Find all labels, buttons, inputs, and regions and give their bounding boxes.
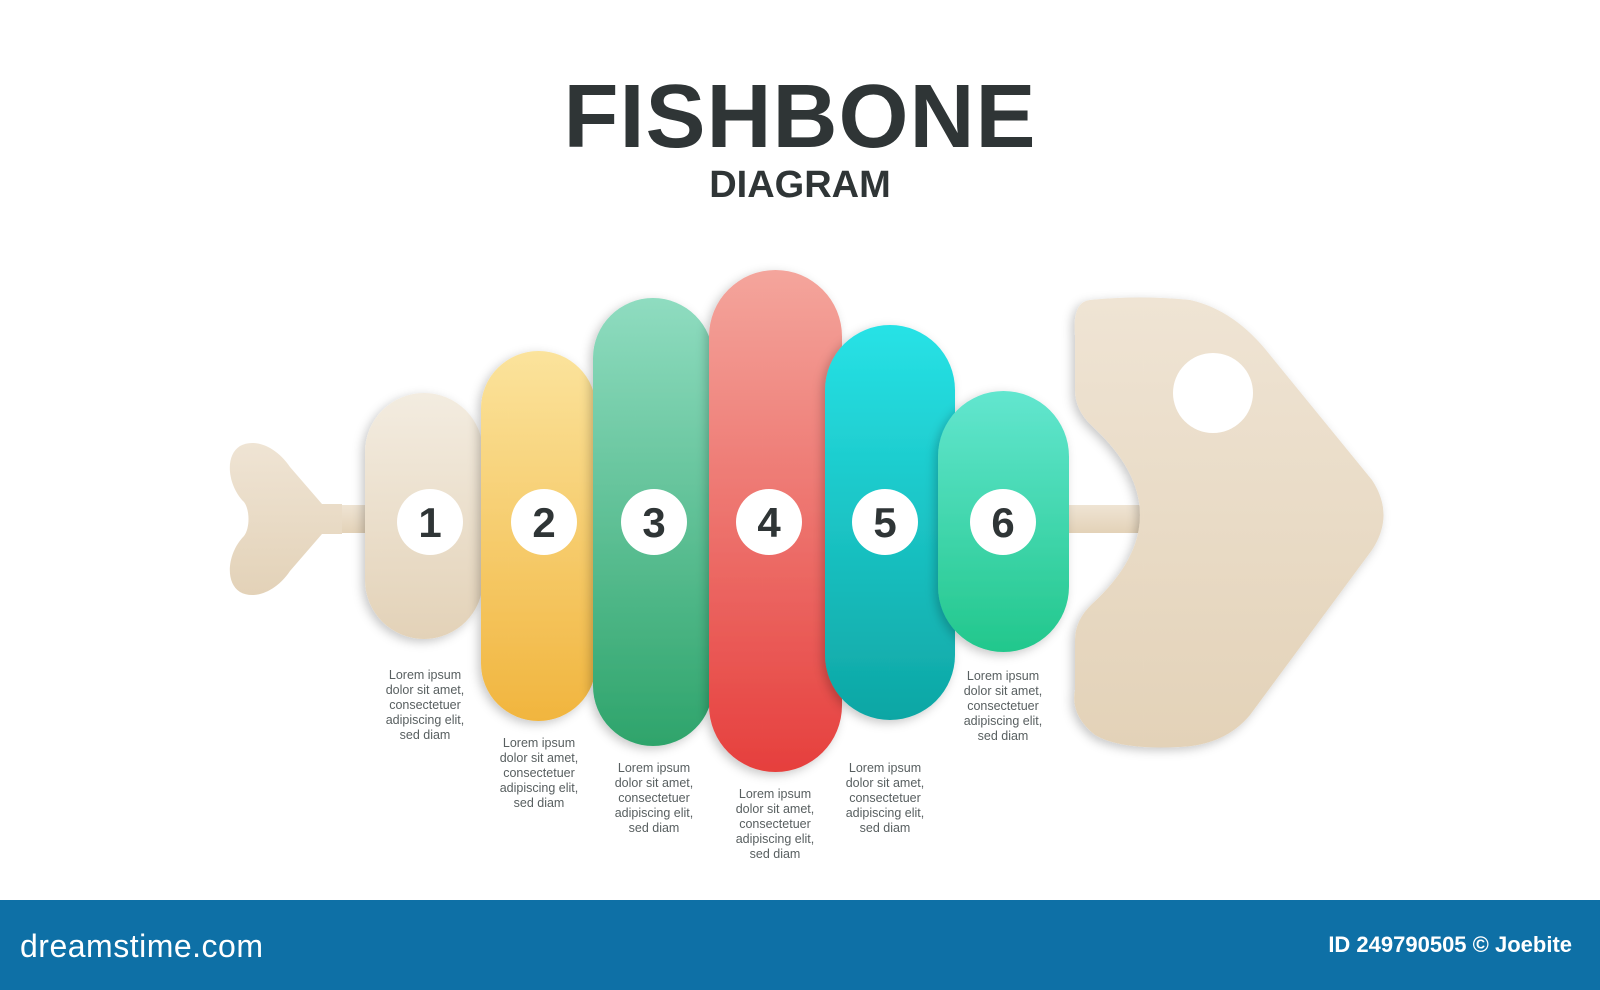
segment-3-number-circle [621,489,687,555]
segment-2-number: 2 [532,499,555,546]
segment-3-description: Lorem ipsum dolor sit amet, consectetuer… [614,761,694,835]
fish-tail [229,442,342,596]
segment-2: 2 [481,351,596,721]
segment-4-description: Lorem ipsum dolor sit amet, consectetuer… [735,787,815,861]
segment-2-description: Lorem ipsum dolor sit amet, consectetuer… [499,736,579,810]
fishbone-diagram: 1 2 3 4 5 6 [229,270,1384,772]
segment-1-number-circle [397,489,463,555]
footer-brand: dreamstime.com [20,928,264,964]
segment-5-description: Lorem ipsum dolor sit amet, consectetuer… [845,761,925,835]
segment-1-number: 1 [418,499,441,546]
segment-4-number-circle [736,489,802,555]
segment-5: 5 [825,325,955,720]
page-title: FISHBONE [563,67,1037,167]
footer-bar: dreamstime.com ID 249790505 © Joebite [0,900,1600,990]
segment-6-number: 6 [991,499,1014,546]
segment-3: 3 [593,298,713,746]
segment-2-number-circle [511,489,577,555]
segment-4: 4 [709,270,842,772]
footer-credit: ID 249790505 © Joebite [1328,932,1572,957]
segment-6-number-circle [970,489,1036,555]
fish-head [1074,297,1384,748]
segment-5-number: 5 [873,499,896,546]
fish-eye [1173,353,1253,433]
segment-1: 1 [365,393,483,639]
segment-1-description: Lorem ipsum dolor sit amet, consectetuer… [385,668,465,742]
segment-3-number: 3 [642,499,665,546]
segment-6-description: Lorem ipsum dolor sit amet, consectetuer… [963,669,1043,743]
segment-6: 6 [938,391,1069,652]
page-subtitle: DIAGRAM [709,164,891,206]
segment-4-number: 4 [757,499,781,546]
segment-5-number-circle [852,489,918,555]
